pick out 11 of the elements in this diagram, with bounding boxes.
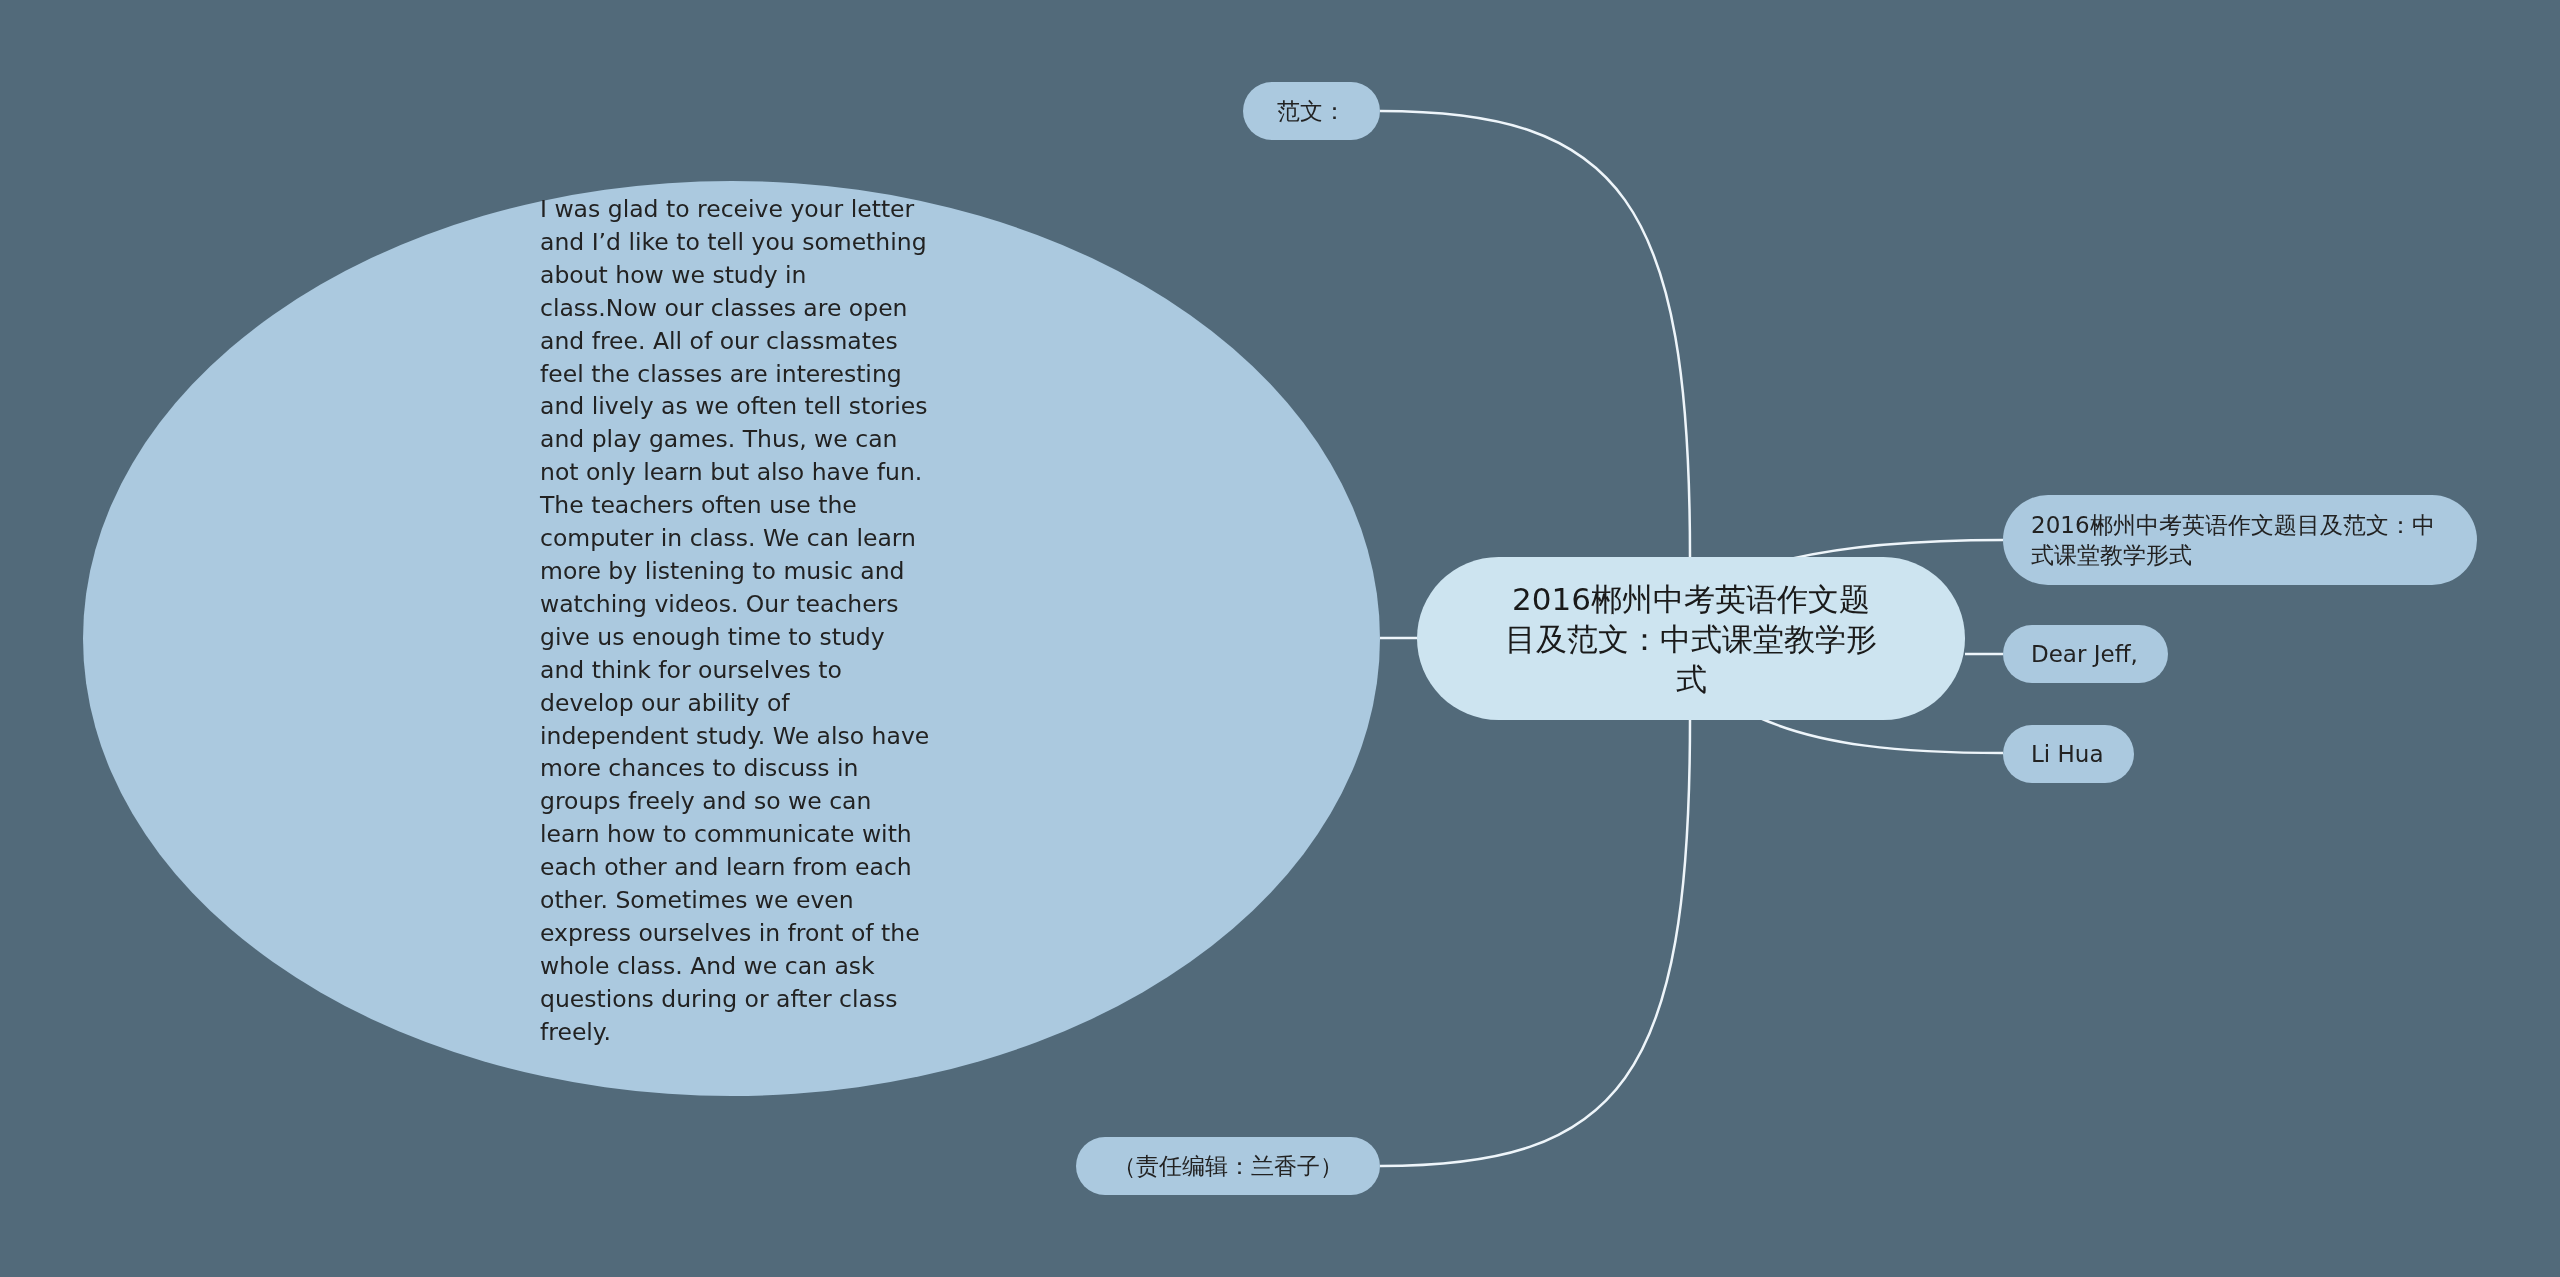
topic-pill: Dear Jeff, — [2003, 625, 2168, 683]
paragraph-text: I was glad to receive your letter and I’d like to tell you something about how we study in class.Now our classes are open and free. All of our classmates feel the classes are interesting and lively as we often tell stories and play games. Thus, we can not only learn but also have fun. The teachers often use the computer in class. We can learn more by listening to music and watching videos. Our teachers give us enough time to study and think for ourselves to develop our ability of independent study. We also have more chances to discuss in groups freely and so we can learn how to communicate with each other and learn from each other. Sometimes we even express ourselves in front of the whole class. And we can ask questions during or after class freely. — [540, 194, 930, 1048]
connector-line — [1380, 636, 1417, 640]
topic-pill: 范文： — [1243, 82, 1380, 140]
topic-pill: Li Hua — [2003, 725, 2134, 783]
connector-line — [1965, 652, 2003, 656]
connector-line — [1379, 719, 1692, 1168]
topic-pill: 2016郴州中考英语作文题目及范文：中式课堂教学形式 — [2003, 495, 2477, 585]
topic-pill: （责任编辑：兰香子） — [1076, 1137, 1380, 1195]
central-topic: 2016郴州中考英语作文题目及范文：中式课堂教学形式 — [1417, 557, 1965, 720]
connector-line — [1379, 109, 1692, 558]
